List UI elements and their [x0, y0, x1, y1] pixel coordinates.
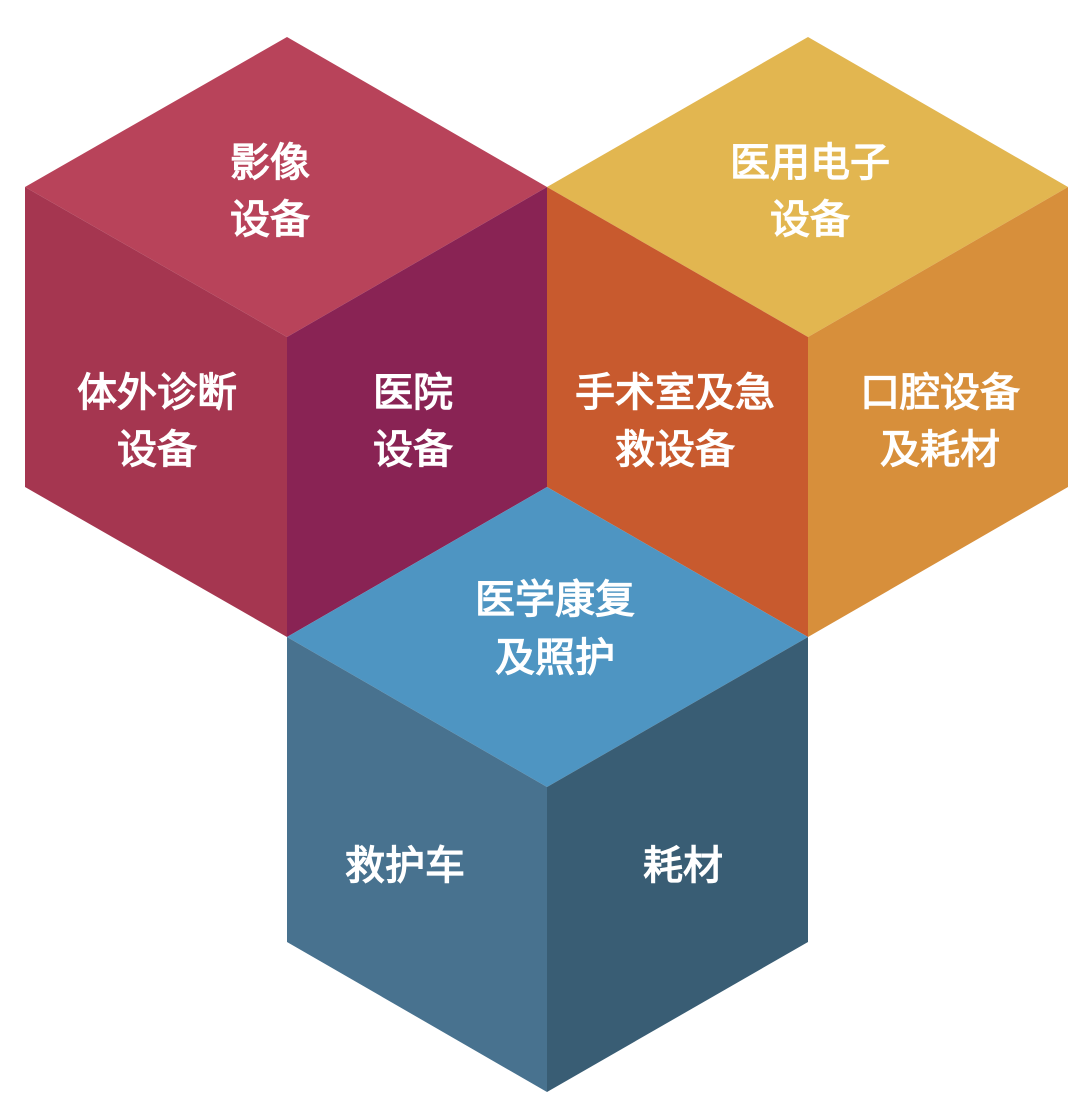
face-dental — [808, 187, 1068, 637]
label-imaging-1: 影像 — [230, 140, 310, 186]
label-electronics-2: 设备 — [770, 197, 851, 243]
label-consumables: 耗材 — [643, 843, 723, 889]
cube-blue — [287, 487, 808, 1092]
face-consumables — [547, 637, 808, 1092]
label-surgery-2: 救设备 — [615, 427, 736, 473]
face-rehab-care — [287, 487, 808, 787]
label-ambulance: 救护车 — [345, 843, 465, 889]
label-hospital-1: 医院 — [373, 370, 453, 416]
label-rehab-2: 及照护 — [495, 635, 615, 681]
face-ivd-equipment — [25, 187, 287, 637]
label-ivd-1: 体外诊断 — [77, 370, 237, 416]
face-medical-electronics — [547, 37, 1068, 337]
label-electronics-1: 医用电子 — [730, 140, 890, 186]
label-imaging-2: 设备 — [230, 197, 311, 243]
label-rehab-1: 医学康复 — [475, 577, 635, 623]
face-imaging-equipment — [25, 37, 547, 337]
label-dental-2: 及耗材 — [880, 427, 1000, 473]
label-hospital-2: 设备 — [373, 427, 454, 473]
label-surgery-1: 手术室及急 — [575, 370, 775, 416]
label-ivd-2: 设备 — [117, 427, 198, 473]
label-dental-1: 口腔设备 — [860, 370, 1021, 416]
face-ambulance — [287, 637, 547, 1092]
